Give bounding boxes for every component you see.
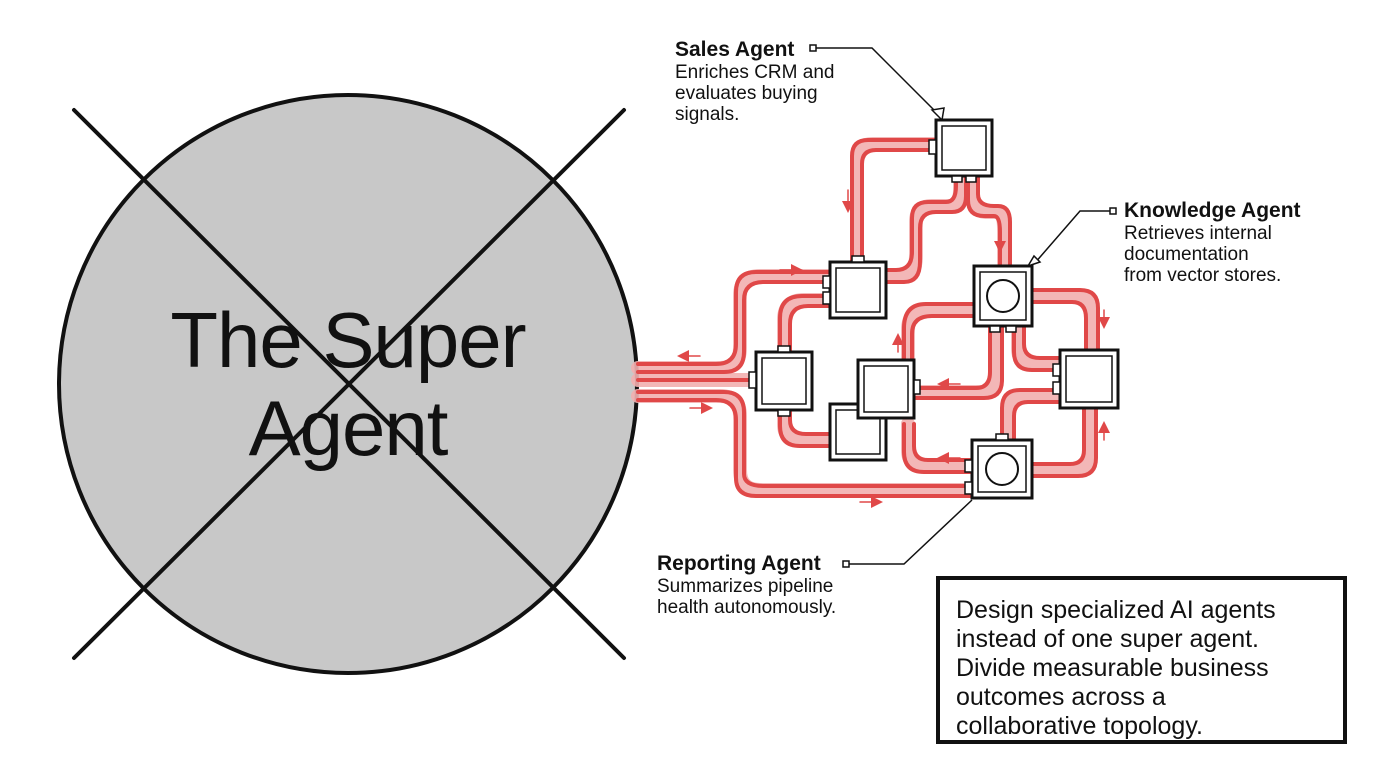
sales-agent-name: Sales Agent — [675, 38, 795, 61]
super-agent-title-line2: Agent — [248, 384, 449, 472]
rejection-cross — [72, 108, 626, 660]
leader-lines — [809, 44, 1117, 568]
sales-agent-label: Sales Agent Enriches CRM and evaluates b… — [675, 38, 875, 125]
callout-line-5: collaborative topology. — [956, 712, 1203, 740]
node-sales — [928, 118, 994, 183]
reporting-agent-name: Reporting Agent — [657, 552, 821, 575]
sales-agent-desc-1: Enriches CRM and — [675, 62, 835, 83]
sales-agent-desc-3: signals. — [675, 104, 740, 125]
knowledge-agent-name: Knowledge Agent — [1124, 199, 1301, 222]
reporting-agent-label: Reporting Agent Summarizes pipeline heal… — [657, 552, 897, 618]
sales-agent-desc-2: evaluates buying — [675, 83, 818, 104]
reporting-agent-desc-1: Summarizes pipeline — [657, 576, 834, 597]
node-knowledge — [972, 264, 1034, 333]
node-reporting — [964, 433, 1034, 500]
knowledge-agent-desc-3: from vector stores. — [1124, 265, 1282, 286]
summary-callout: Design specialized AI agents instead of … — [936, 576, 1347, 744]
reporting-agent-desc-2: health autonomously. — [657, 597, 837, 618]
super-agent-title-line1: The Super — [170, 296, 526, 384]
callout-line-2: instead of one super agent. — [956, 625, 1260, 653]
callout-line-4: outcomes across a — [956, 683, 1166, 711]
node-b — [748, 345, 814, 417]
node-a — [822, 255, 888, 320]
callout-line-3: Divide measurable business — [956, 654, 1269, 682]
connector-group — [631, 137, 1110, 508]
node-e — [1052, 348, 1120, 410]
knowledge-agent-desc-2: documentation — [1124, 244, 1249, 265]
agent-nodes — [748, 118, 1120, 500]
knowledge-agent-desc-1: Retrieves internal — [1124, 223, 1272, 244]
callout-line-1: Design specialized AI agents — [956, 596, 1276, 624]
knowledge-agent-label: Knowledge Agent Retrieves internal docum… — [1124, 199, 1354, 286]
node-d — [856, 358, 921, 420]
super-agent-title: The Super Agent — [60, 296, 636, 472]
